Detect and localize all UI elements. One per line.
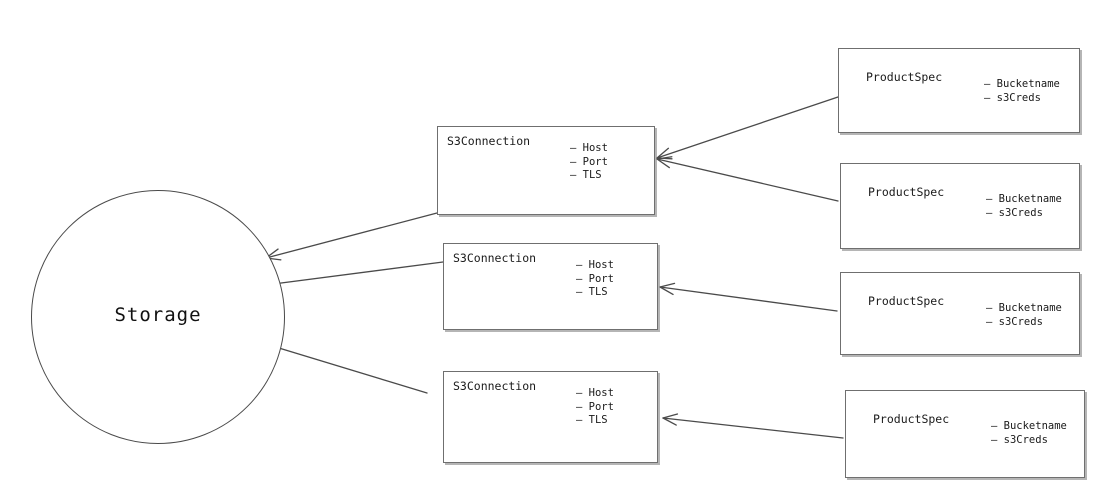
arrow-product4-to-conn3-head — [662, 413, 679, 419]
s3-connection-attribute: – TLS — [576, 414, 608, 427]
s3-connection-attribute: – Port — [570, 155, 608, 168]
s3-connection-attribute-list: – Host– Port– TLS — [576, 387, 614, 428]
arrow-product4-to-conn3 — [662, 417, 844, 439]
arrow-product3-to-conn2-head — [659, 286, 674, 296]
product-spec-attribute: – s3Creds — [986, 315, 1043, 328]
product-spec-attribute: – Bucketname — [986, 302, 1062, 314]
arrow-product4-to-conn3-head — [662, 417, 677, 426]
product-spec-attribute: – s3Creds — [986, 206, 1043, 219]
product-spec-attribute-list: – Bucketname– s3Creds — [991, 420, 1067, 447]
arrow-product3-to-conn2 — [659, 286, 838, 312]
product-spec-attribute: – s3Creds — [991, 433, 1048, 446]
product-spec-title: ProductSpec — [866, 70, 943, 84]
storage-node[interactable] — [31, 190, 285, 444]
arrow-product3-to-conn2-head — [659, 282, 676, 288]
product-spec-title: ProductSpec — [868, 294, 945, 308]
product-spec-attribute: – Bucketname — [986, 193, 1062, 205]
product-spec-attribute-list: – Bucketname– s3Creds — [986, 302, 1062, 329]
product-spec-box[interactable] — [845, 390, 1085, 478]
product-spec-title: ProductSpec — [868, 185, 945, 199]
arrow-product2-to-conn1-head — [656, 158, 670, 169]
product-spec-attribute: – Bucketname — [984, 78, 1060, 90]
s3-connection-box[interactable] — [443, 371, 658, 463]
arrow-product1-to-conn1 — [656, 96, 839, 159]
arrow-product2-to-conn1-head — [656, 156, 673, 160]
product-spec-title: ProductSpec — [873, 412, 950, 426]
arrow-conn1-to-storage — [265, 212, 438, 259]
s3-connection-box[interactable] — [437, 126, 655, 215]
product-spec-attribute-list: – Bucketname– s3Creds — [984, 78, 1060, 105]
arrow-product2-to-conn1 — [656, 158, 839, 202]
storage-label: Storage — [114, 304, 202, 326]
product-spec-box[interactable] — [838, 48, 1080, 133]
s3-connection-attribute: – Host — [576, 387, 614, 399]
product-spec-box[interactable] — [840, 163, 1080, 249]
product-spec-attribute-list: – Bucketname– s3Creds — [986, 193, 1062, 220]
arrow-conn2-to-storage — [257, 261, 444, 287]
s3-connection-attribute: – Port — [576, 400, 614, 413]
product-spec-attribute: – Bucketname — [991, 420, 1067, 432]
s3-connection-attribute: – TLS — [570, 169, 602, 182]
product-spec-attribute: – s3Creds — [984, 91, 1041, 104]
product-spec-box[interactable] — [840, 272, 1080, 355]
s3-connection-attribute: – TLS — [576, 286, 608, 299]
s3-connection-attribute: – Host — [570, 142, 608, 154]
s3-connection-attribute: – Port — [576, 272, 614, 285]
s3-connection-title: S3Connection — [453, 379, 537, 393]
s3-connection-attribute-list: – Host– Port– TLS — [570, 142, 608, 183]
s3-connection-attribute-list: – Host– Port– TLS — [576, 259, 614, 300]
s3-connection-box[interactable] — [443, 243, 658, 330]
arrow-product1-to-conn1-head — [656, 147, 670, 159]
s3-connection-title: S3Connection — [447, 134, 531, 148]
s3-connection-title: S3Connection — [453, 251, 537, 265]
s3-connection-attribute: – Host — [576, 259, 614, 271]
